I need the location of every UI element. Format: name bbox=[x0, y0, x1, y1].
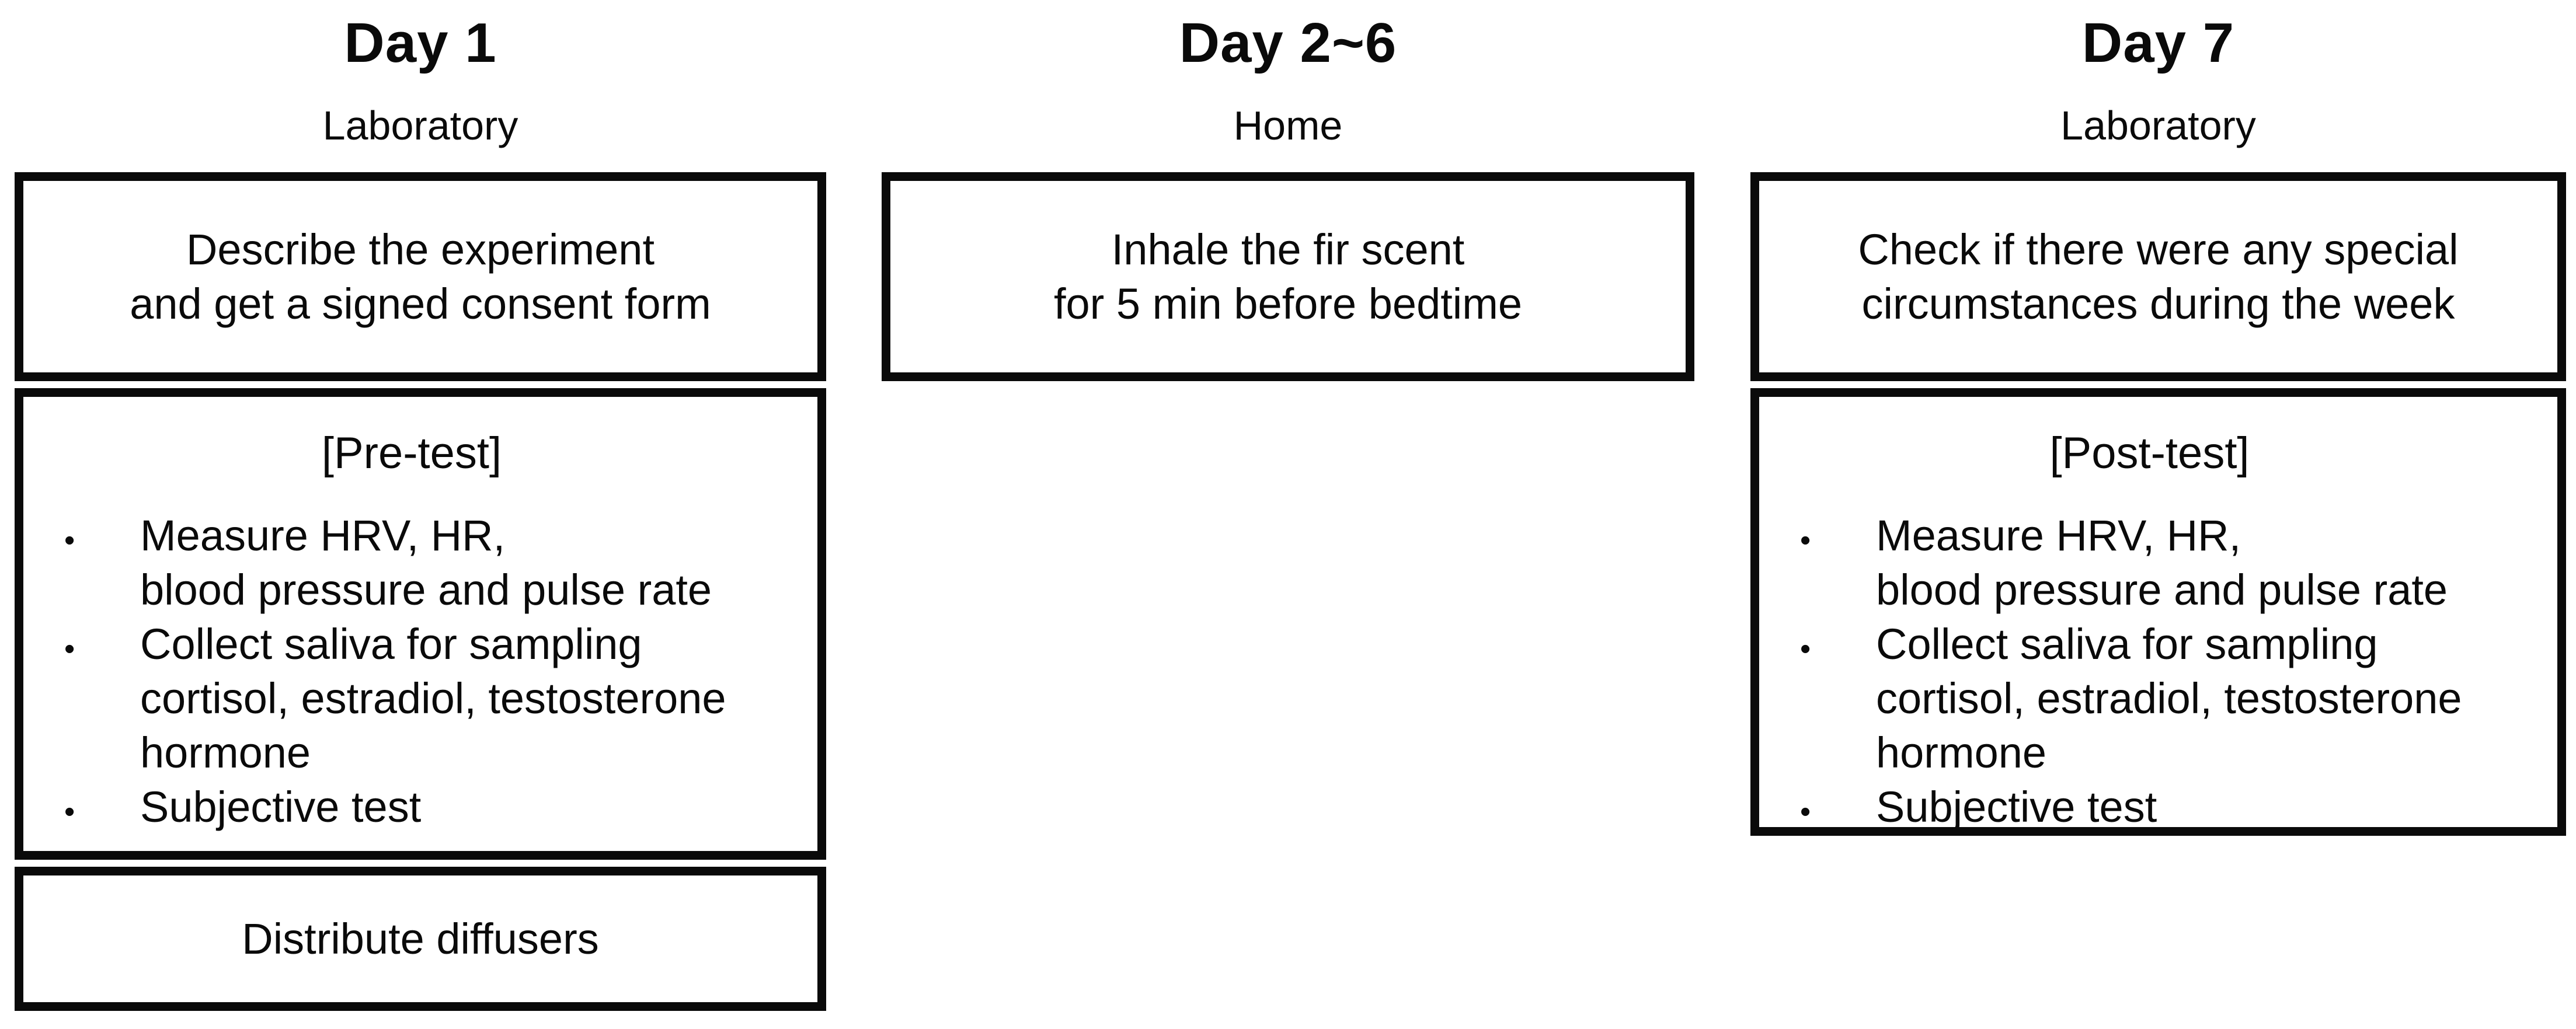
list-item: • Measure HRV, HR, blood pressure and pu… bbox=[23, 508, 800, 617]
list-item: • Collect saliva for sampling cortisol, … bbox=[1759, 617, 2540, 780]
column-header-day-7: Day 7 Laboratory bbox=[1750, 11, 2566, 151]
bullet-icon: • bbox=[1800, 524, 1811, 557]
diffuser-box-text: Distribute diffusers bbox=[242, 915, 599, 963]
bullet-icon: • bbox=[64, 524, 75, 557]
pre-test-box: [Pre-test] • Measure HRV, HR, blood pres… bbox=[15, 388, 826, 860]
home-inhale-box-text: Inhale the fir scent for 5 min before be… bbox=[1053, 225, 1523, 328]
bullet-icon: • bbox=[1800, 795, 1811, 829]
list-item: • Measure HRV, HR, blood pressure and pu… bbox=[1759, 508, 2540, 617]
column-header-day-2-6: Day 2~6 Home bbox=[882, 11, 1694, 151]
home-inhale-box: Inhale the fir scent for 5 min before be… bbox=[882, 172, 1694, 381]
list-item-text: Collect saliva for sampling cortisol, es… bbox=[1876, 620, 2462, 777]
list-item-text: Subjective test bbox=[1876, 783, 2157, 831]
bullet-icon: • bbox=[64, 795, 75, 829]
list-item: • Subjective test bbox=[23, 780, 800, 839]
list-item-text: Measure HRV, HR, blood pressure and puls… bbox=[1876, 511, 2448, 614]
column-location: Laboratory bbox=[322, 103, 518, 148]
diffuser-box: Distribute diffusers bbox=[15, 867, 826, 1011]
pre-test-heading: [Pre-test] bbox=[321, 428, 502, 478]
pre-test-list: • Measure HRV, HR, blood pressure and pu… bbox=[23, 508, 800, 839]
consent-box-text: Describe the experiment and get a signed… bbox=[130, 225, 711, 328]
list-item: • Subjective test bbox=[1759, 780, 2540, 839]
column-title: Day 7 bbox=[2081, 12, 2235, 74]
post-test-list: • Measure HRV, HR, blood pressure and pu… bbox=[1759, 508, 2540, 839]
bullet-icon: • bbox=[64, 632, 75, 666]
post-test-box: [Post-test] • Measure HRV, HR, blood pre… bbox=[1750, 388, 2566, 836]
list-item-text: Measure HRV, HR, blood pressure and puls… bbox=[140, 511, 712, 614]
list-item-text: Subjective test bbox=[140, 783, 422, 831]
week-check-box: Check if there were any special circumst… bbox=[1750, 172, 2566, 381]
column-location: Laboratory bbox=[2060, 103, 2256, 148]
bullet-icon: • bbox=[1800, 632, 1811, 666]
column-title: Day 2~6 bbox=[1179, 12, 1397, 74]
consent-box: Describe the experiment and get a signed… bbox=[15, 172, 826, 381]
column-location: Home bbox=[1233, 103, 1343, 148]
list-item-text: Collect saliva for sampling cortisol, es… bbox=[140, 620, 726, 777]
list-item: • Collect saliva for sampling cortisol, … bbox=[23, 617, 800, 780]
column-header-day-1: Day 1 Laboratory bbox=[15, 11, 826, 151]
column-title: Day 1 bbox=[344, 12, 497, 74]
post-test-heading: [Post-test] bbox=[2049, 428, 2250, 478]
week-check-box-text: Check if there were any special circumst… bbox=[1858, 225, 2459, 328]
